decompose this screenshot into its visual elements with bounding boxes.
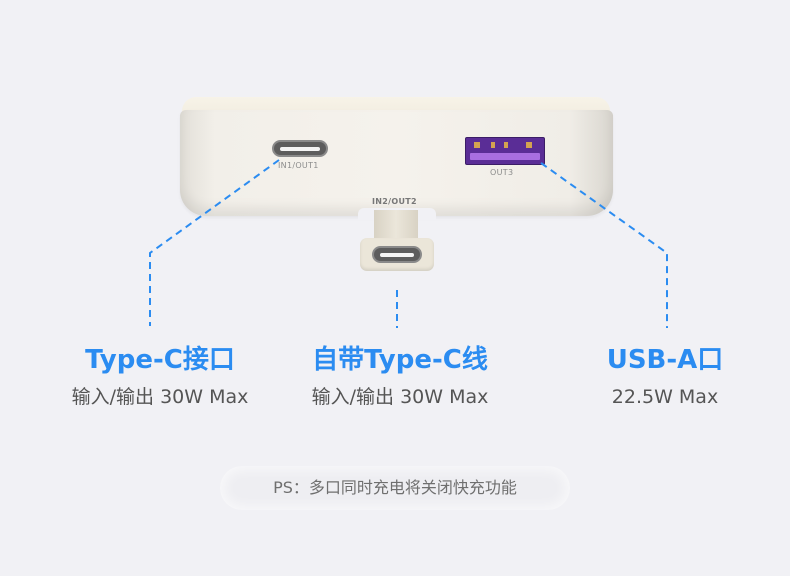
port-label-in1-out1: IN1/OUT1 xyxy=(278,161,319,170)
cable-usb-c-plug-icon xyxy=(372,246,422,263)
note-background xyxy=(220,466,570,510)
usb-a-port-icon xyxy=(465,137,545,165)
callout-built-in-cable: 自带Type-C线 输入/输出 30W Max xyxy=(290,344,510,410)
callout-subtitle: 输入/输出 30W Max xyxy=(71,386,249,408)
callout-title: USB-A口 xyxy=(606,345,724,375)
callout-subtitle: 22.5W Max xyxy=(611,386,719,408)
callout-title: 自带Type-C线 xyxy=(312,345,488,375)
fast-charge-note: PS：多口同时充电将关闭快充功能 xyxy=(273,478,517,497)
port-label-out3: OUT3 xyxy=(490,168,514,177)
callout-usb-a-port: USB-A口 22.5W Max xyxy=(560,344,770,410)
port-label-in2-out2: IN2/OUT2 xyxy=(372,197,417,206)
usb-c-port-icon xyxy=(272,140,328,157)
callout-type-c-port: Type-C接口 输入/输出 30W Max xyxy=(40,344,280,410)
callout-subtitle: 输入/输出 30W Max xyxy=(311,386,489,408)
callout-title: Type-C接口 xyxy=(85,345,235,375)
